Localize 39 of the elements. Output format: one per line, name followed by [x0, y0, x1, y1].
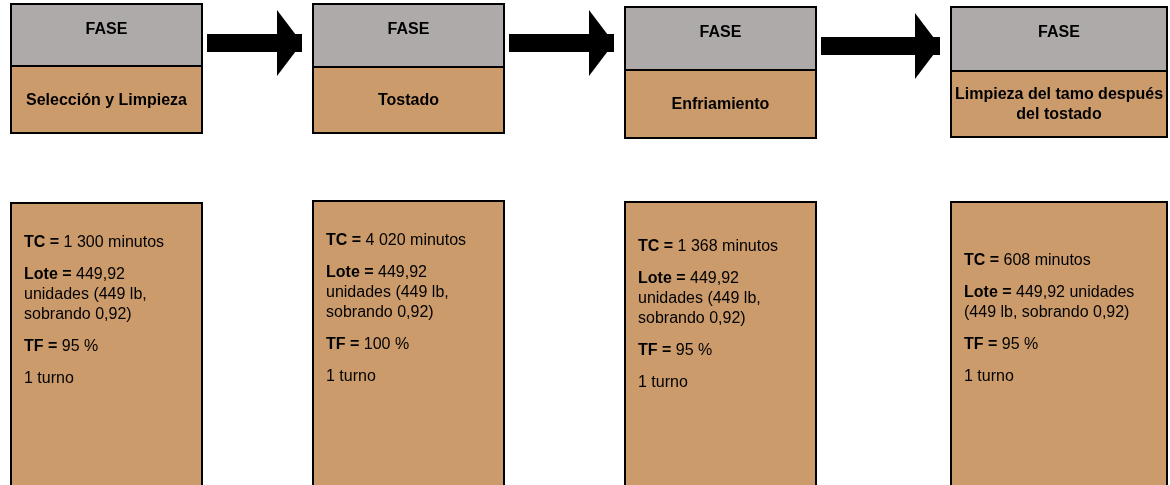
header-text: FASE — [85, 19, 128, 39]
data-text: 1 turno — [638, 372, 689, 392]
phase-data-box — [10, 202, 203, 485]
data-text: 1 turno — [24, 368, 75, 388]
data-text: Lote = 449,92 unidades (449 lb, sobrando 0,92) — [24, 264, 148, 324]
phase-data-box — [312, 200, 505, 485]
phase-name-box — [10, 65, 203, 134]
header-text: FASE — [699, 22, 742, 42]
data-text: Lote = 449,92 unidades (449 lb, sobrando 0,92) — [964, 282, 1136, 322]
phase-name-text: Enfriamiento — [671, 94, 770, 114]
data-text: Lote = 449,92 unidades (449 lb, sobrando 0,92) — [638, 268, 762, 328]
block-arrow — [509, 10, 614, 76]
data-text: 1 turno — [964, 366, 1015, 386]
phase-header-box — [312, 3, 505, 68]
data-text: TC = 1 300 minutos — [24, 232, 166, 252]
phase-header-box — [950, 6, 1168, 72]
phase-name-box — [950, 70, 1168, 138]
phase-name-box — [624, 69, 817, 139]
phase-header-box — [624, 6, 817, 71]
data-text: TF = 100 % — [326, 334, 411, 354]
data-text: 1 turno — [326, 366, 377, 386]
phase-name-text: Selección y Limpieza — [26, 89, 187, 110]
data-text: TC = 608 minutos — [964, 250, 1092, 270]
phase-name-text: Limpieza del tamo después del tostado — [953, 84, 1165, 124]
data-text: Lote = 449,92 unidades (449 lb, sobrando 0,92) — [326, 262, 450, 322]
phase-data-box — [624, 201, 817, 485]
header-text: FASE — [1038, 22, 1080, 42]
phase-data-box — [950, 201, 1168, 485]
phase-name-box — [312, 66, 505, 134]
data-text: TF = 95 % — [964, 334, 1040, 354]
phase-header-box — [10, 3, 203, 67]
data-text: TF = 95 % — [24, 336, 100, 356]
block-arrow — [207, 10, 302, 76]
header-text: FASE — [387, 19, 430, 39]
block-arrow — [821, 13, 940, 79]
phase-name-text: Tostado — [378, 90, 439, 110]
data-text: TC = 1 368 minutos — [638, 236, 780, 256]
data-text: TC = 4 020 minutos — [326, 230, 468, 250]
data-text: TF = 95 % — [638, 340, 714, 360]
